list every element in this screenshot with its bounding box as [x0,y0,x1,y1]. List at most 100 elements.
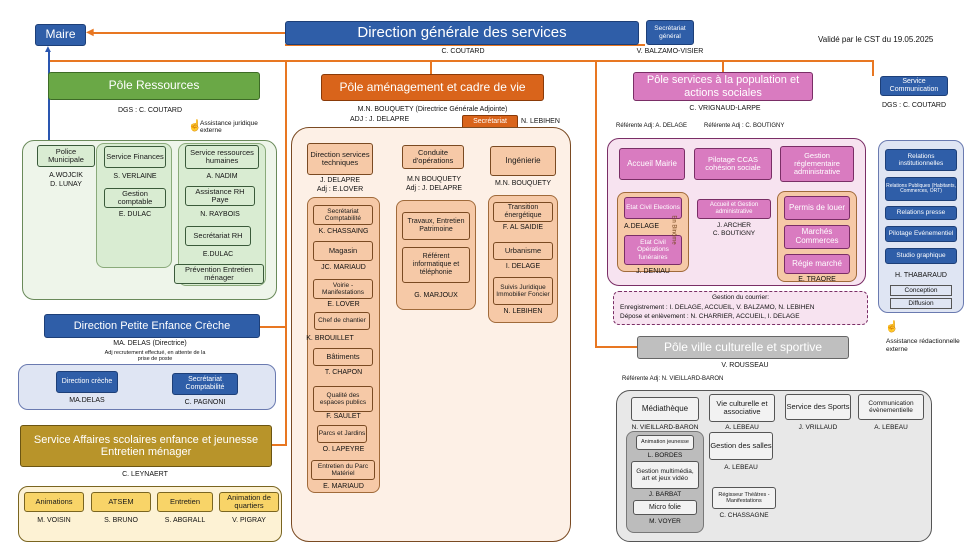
studio-name: H. THABARAUD [895,272,947,279]
parcs-name: O. LAPEYRE [322,446,365,453]
scolaires-item-name: S. BRUNO [104,517,138,524]
arrow-up-icon: ▲ [43,44,53,55]
courrier-title: Gestion du courrier: [711,294,770,301]
petite-enfance-note: Adj recrutement effectué, en attente de … [104,350,206,363]
scolaires-item-name: M. VOISIN [37,517,71,524]
etat-civil-elections-name: A.DELAGE [624,223,660,230]
accueil-gestion-names: J. ARCHER C. BOUTIGNY [712,222,756,237]
qualite-box: Qualité des espaces publics [313,386,373,412]
arrow-left-icon: ◀ [86,27,94,38]
micro-folie-name: M. VOYER [649,518,681,525]
assistance-rh-name: N. RAYBOIS [200,211,240,218]
communication-item-box: Relations Publiques (Habitants, Commerce… [885,177,957,201]
amenagement-secretariat-name: N. LEBIHEN [521,118,560,125]
scolaires-title: Service Affaires scolaires enfance et je… [20,425,272,467]
prevention-box: Prévention Entretien ménager [174,264,264,284]
regie-name: E. TRAORE [798,276,836,283]
sports-box: Service des Sports [785,394,851,420]
chef-chantier-name: K. BROUILLET [306,335,354,342]
communication-item-box: Relations institutionnelles [885,149,957,171]
gestion-comptable-box: Gestion comptable [104,188,166,208]
scolaires-head: C. LEYNAERT [122,471,168,478]
gestion-multimedia-name: J. BARBAT [648,491,682,498]
communication-title: Service Communication [880,76,948,96]
connector [722,60,724,72]
assistance-rh-box: Assistance RH Paye [185,186,255,206]
pole-ressources-title: Pôle Ressources [48,72,260,100]
voirie-name: E. LOVER [327,301,360,308]
transition-name: F. AL SAIDIE [502,224,544,231]
connector [260,326,287,328]
courrier-group [613,291,868,325]
ingenierie-name: M.N. BOUQUETY [494,180,551,187]
petite-enfance-head: MA. DELAS (Directrice) [113,340,187,347]
ccas-box: Pilotage CCAS cohésion sociale [694,148,772,180]
ressources-head: DGS : C. COUTARD [117,107,183,114]
communication-head: DGS : C. COUTARD [881,102,947,109]
conduite-box: Conduite d'opérations [402,145,464,169]
amenagement-head: M.N. BOUQUETY (Directrice Générale Adjoi… [357,106,508,113]
communication-evt-name: A. LEBEAU [874,424,908,431]
connector [272,444,287,446]
assistance-redactionnelle: Assistance rédactionnelle externe [886,338,960,353]
culture-head: V. ROUSSEAU [721,362,769,369]
marches-box: Marchés Commerces [784,225,850,249]
pole-amenagement-title: Pôle aménagement et cadre de vie [321,74,544,101]
en-binome-label: En Binôme [671,215,678,245]
suivis-name: N. LEBIHEN [503,308,543,315]
micro-folie-box: Micro folie [633,500,697,515]
rh-box: Service ressources humaines [185,145,259,169]
permis-box: Permis de louer [784,196,850,220]
voirie-box: Voirie - Manifestations [313,279,373,299]
scolaires-item-box: ATSEM [91,492,151,512]
secretariat-general-name: V. BALZAMO-VISIER [636,48,704,55]
secretariat-rh-box: Secrétariat RH [185,226,251,246]
diffusion-box: Diffusion [890,298,952,309]
travaux-box: Travaux, Entretien Patrimoine [402,212,470,240]
pole-culture-title: Pôle ville culturelle et sportive [637,336,849,359]
scolaires-item-box: Animations [24,492,84,512]
maire-box: Maire [35,24,86,46]
sports-name: J. VRILLAUD [798,424,838,431]
pole-population-title: Pôle services à la population et actions… [633,72,813,101]
assistance-juridique: Assistance juridique externe [200,120,258,135]
scolaires-item-name: S. ABGRALL [164,517,206,524]
regie-box: Régie marché [784,254,850,274]
secretariat-creche-box: Secrétariat Comptabilité [172,373,238,395]
police-box: Police Municipale [37,145,95,167]
batiments-name: T. CHAPON [324,369,363,376]
mediatheque-box: Médiathèque [631,397,699,421]
petite-enfance-title: Direction Petite Enfance Crèche [44,314,260,338]
services-tech-box: Direction services techniques [307,143,373,175]
entretien-parc-box: Entretien du Parc Matériel [311,460,375,480]
batiments-box: Bâtiments [313,348,373,366]
gestion-comptable-name: E. DULAC [118,211,152,218]
gestion-multimedia-box: Gestion multimédia, art et jeux vidéo [631,461,699,489]
scolaires-item-box: Animation de quartiers [219,492,279,512]
accueil-box: Accueil Mairie [619,148,685,180]
creche-box: Direction crèche [56,371,118,393]
connector [285,60,287,446]
transition-box: Transition énergétique [493,202,553,222]
regisseur-name: C. CHASSAGNE [719,512,769,519]
urbanisme-name: I. DELAGE [505,263,541,270]
courrier-line2: Dépose et enlèvement : N. CHARRIER, ACCU… [620,313,800,320]
referent-info-box: Référent informatique et téléphonie [402,247,470,283]
accueil-gestion-box: Accueil et Gestion administrative [697,199,771,219]
secr-compta-name: K. CHASSAING [318,228,369,235]
gestion-salles-box: Gestion des salles [709,432,773,460]
scolaires-item-box: Entretien [157,492,213,512]
amenagement-adj: ADJ : J. DELAPRE [350,116,410,123]
population-head: C. VRIGNAUD-LARPE [689,105,761,112]
conduite-names: M.N BOUQUETY Adj : J. DELAPRE [405,176,463,192]
communication-item-box: Pilotage Evénementiel [885,226,957,242]
chef-chantier-box: Chef de chantier [314,312,370,330]
mediatheque-name: N. VIEILLARD-BARON [631,424,699,431]
creche-name: MA.DELAS [69,397,105,404]
police-names: A.WOJCIK D. LUNAY [49,172,83,188]
ingenierie-box: Ingénierie [490,146,556,176]
communication-item-box: Studio graphique [885,248,957,264]
urbanisme-box: Urbanisme [493,242,553,260]
en-binome-label-wrap: En Binôme [668,205,680,255]
